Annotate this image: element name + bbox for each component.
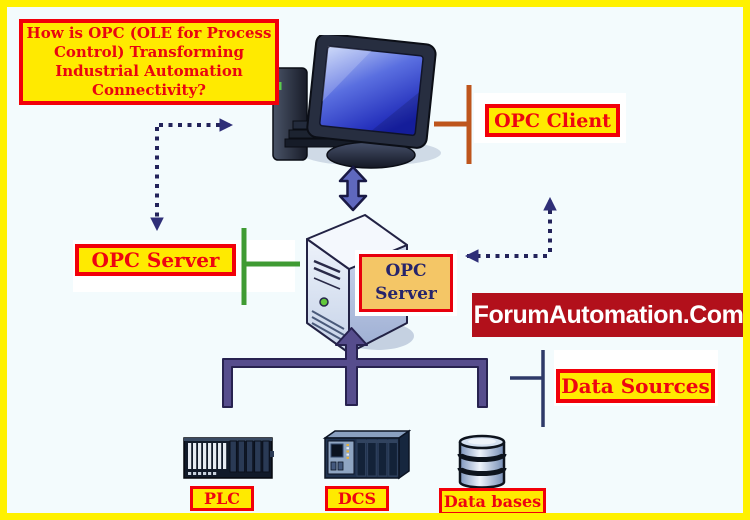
opc-client-label: OPC Client <box>485 104 620 137</box>
dcs-label: DCS <box>325 486 389 511</box>
watermark: ForumAutomation.Com <box>472 293 743 337</box>
database-icon <box>457 434 507 489</box>
title-line: Industrial Automation <box>55 62 243 80</box>
title-line: How is OPC (OLE for Process <box>26 24 272 42</box>
dcs-rack-icon <box>322 429 411 480</box>
title-box: How is OPC (OLE for Process Control) Tra… <box>19 19 279 105</box>
title-line: Control) Transforming <box>53 43 245 61</box>
opc-server-center-line1: OPC <box>385 261 427 281</box>
dotted-arrow-left-icon <box>150 118 234 232</box>
dotted-arrow-right-icon <box>464 196 557 263</box>
desktop-computer-icon <box>272 35 441 169</box>
title-line: Connectivity? <box>92 81 206 99</box>
databases-label: Data bases <box>439 488 546 513</box>
plc-rack-icon <box>183 437 274 479</box>
double-arrow-icon <box>338 165 368 212</box>
data-sources-label: Data Sources <box>556 369 715 403</box>
opc-server-center-line2: Server <box>375 284 437 304</box>
opc-server-label: OPC Server <box>75 244 236 276</box>
bracket-navy-icon <box>510 350 545 427</box>
opc-server-center-label: OPC Server <box>359 254 453 312</box>
plc-label: PLC <box>190 486 254 511</box>
